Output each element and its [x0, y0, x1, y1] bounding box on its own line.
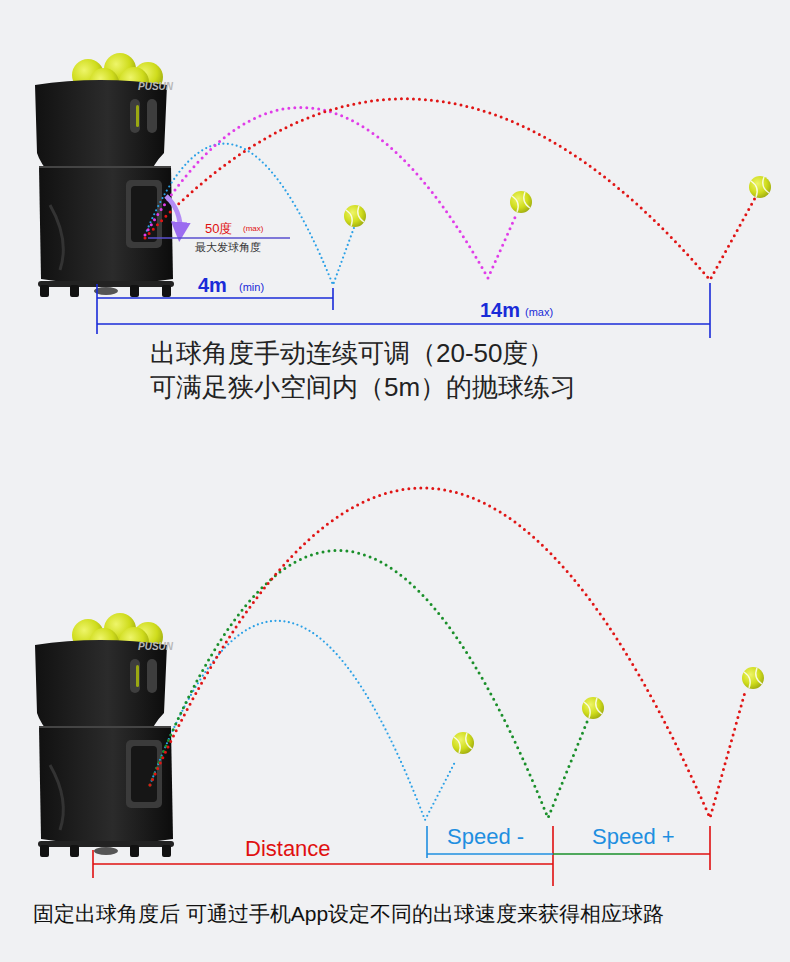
tennis-ball [749, 176, 771, 198]
dimension-note: (max) [525, 307, 553, 318]
caption-line: 固定出球角度后 可通过手机App设定不同的出球速度来获得相应球路 [33, 903, 664, 924]
ball-machine [35, 53, 174, 297]
dimension-value: 4m [198, 275, 227, 295]
angle-label: 最大发球角度 [195, 242, 261, 253]
dimension-lines [97, 283, 710, 338]
angle-arrow [166, 196, 180, 232]
ball-machine [35, 613, 174, 857]
tennis-ball [344, 205, 366, 227]
dimension-lines [93, 826, 710, 886]
speed-label: Speed + [592, 826, 675, 848]
tennis-ball [742, 667, 764, 689]
tennis-ball [510, 191, 532, 213]
angle-value: 50度 [205, 222, 232, 235]
logo-text: PUSUN [138, 642, 173, 652]
horizontal-reference [148, 237, 290, 239]
angle-note: (max) [243, 225, 263, 233]
tennis-ball [582, 697, 604, 719]
trajectories-bottom [150, 488, 745, 820]
dimension-value: 14m [480, 300, 520, 320]
trajectories-top [145, 99, 755, 285]
speed-label: Speed - [447, 826, 524, 848]
tennis-ball [452, 732, 474, 754]
caption-line: 可满足狭小空间内（5m）的抛球练习 [150, 374, 576, 400]
caption-line: 出球角度手动连续可调（20-50度） [150, 340, 555, 366]
dimension-note: (min) [239, 282, 264, 293]
distance-label: Distance [245, 838, 331, 860]
logo-text: PUSUN [138, 82, 173, 92]
